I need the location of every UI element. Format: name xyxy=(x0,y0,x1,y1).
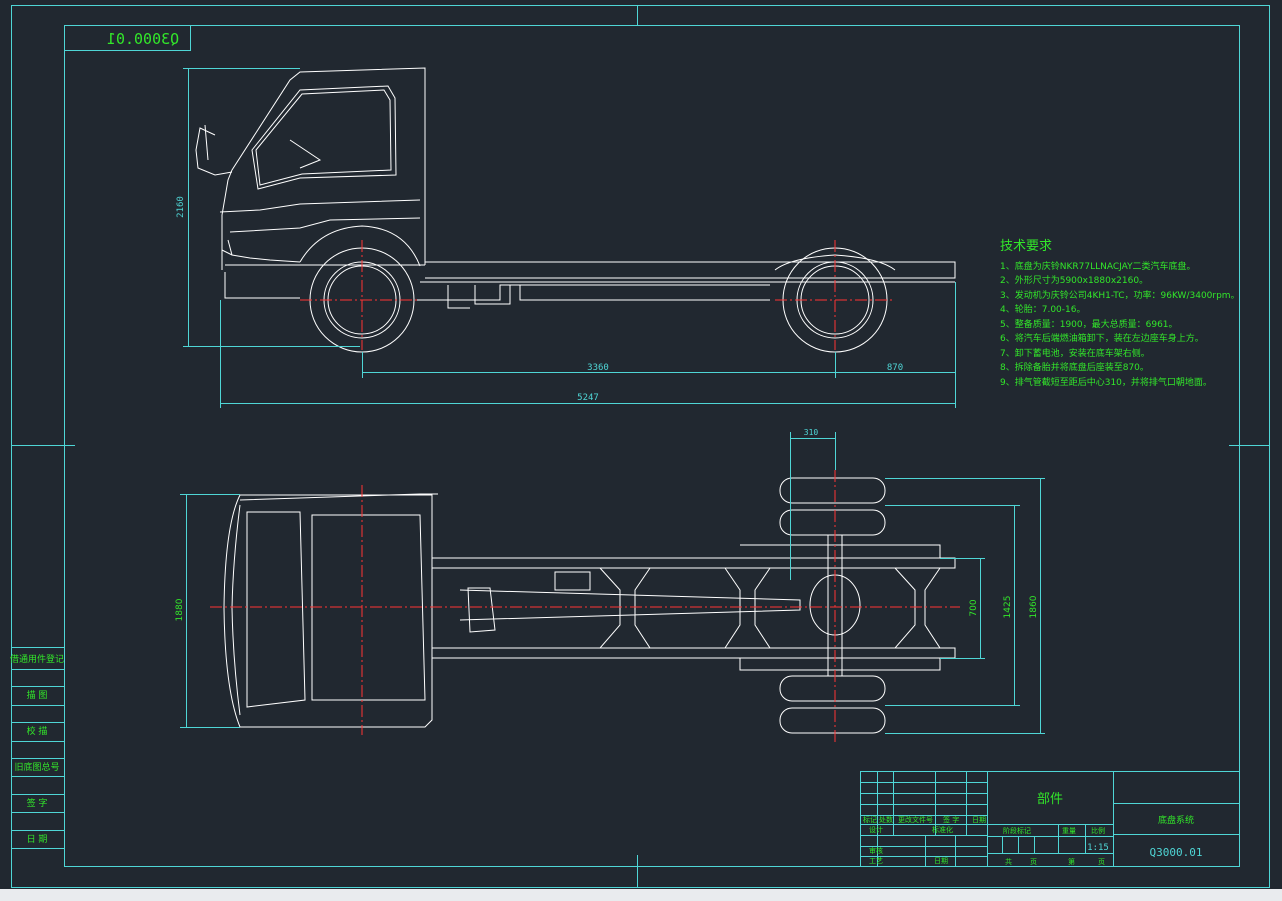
top-dimensions xyxy=(180,432,1045,734)
tb-assembly-name: 底盘系统 xyxy=(1158,814,1194,826)
side-label: 签 字 xyxy=(27,797,48,809)
side-label: 日 期 xyxy=(27,834,48,845)
side-centerlines xyxy=(300,240,895,350)
tb-part-name: 部件 xyxy=(1037,792,1063,807)
tb-drawing-number: Q3000.01 xyxy=(1150,846,1203,859)
dim-side-height: 2160 xyxy=(176,196,186,218)
tb-page-unit: 页 xyxy=(1030,858,1037,866)
tech-item: 5、整备质量：1900，最大总质量：6961。 xyxy=(1000,318,1178,330)
tb-process: 工艺 xyxy=(869,857,883,865)
dim-rear-track: 1425 xyxy=(1003,596,1013,619)
drawing-frame xyxy=(11,5,1270,888)
tech-item: 3、发动机为庆铃公司4KH1-TC，功率：96KW/3400rpm。 xyxy=(1000,289,1240,301)
tech-item: 2、外形尺寸为5900x1880x2160。 xyxy=(1000,274,1148,286)
title-block xyxy=(860,771,1240,867)
dim-frame-width: 700 xyxy=(969,599,979,616)
side-label: 旧底图总号 xyxy=(14,761,59,773)
tb-scale-value: 1:15 xyxy=(1087,843,1109,853)
tb-standard: 标准化 xyxy=(932,825,953,834)
tb-row-label: 标记 xyxy=(863,815,877,824)
tb-weight: 重量 xyxy=(1062,827,1076,835)
side-label: 借通用件登记 xyxy=(10,653,64,665)
mirrored-code: Q3000.01 xyxy=(107,30,179,48)
dim-top-width: 1880 xyxy=(175,598,185,621)
tech-item: 8、拆除备胎并将底盘后座装至870。 xyxy=(1000,361,1149,373)
side-label: 校 描 xyxy=(27,725,48,737)
tb-row-label: 处数 xyxy=(879,815,893,824)
top-centerlines xyxy=(210,470,960,745)
tb-design: 设计 xyxy=(869,825,883,834)
tech-item: 6、将汽车后端燃油箱卸下，装在左边座车身上方。 xyxy=(1000,332,1204,344)
tech-item: 7、卸下蓄电池，安装在底车架右侧。 xyxy=(1000,347,1150,359)
tb-row-label: 日期 xyxy=(972,816,986,824)
dim-overall-length: 5247 xyxy=(577,393,599,403)
tech-item: 9、排气管截短至距后中心310，并将排气口朝地面。 xyxy=(1000,376,1212,388)
dim-rear-overhang: 870 xyxy=(887,363,903,373)
tech-item: 4、轮胎：7.00-16。 xyxy=(1000,303,1085,315)
side-label: 描 图 xyxy=(27,689,48,701)
tb-row-label: 签 字 xyxy=(943,815,959,824)
tb-review: 审核 xyxy=(869,846,883,855)
tech-item: 1、底盘为庆铃NKR77LLNACJAY二类汽车底盘。 xyxy=(1000,260,1196,272)
truck-top-view xyxy=(223,477,956,734)
tb-row-label: 更改文件号 xyxy=(898,815,933,824)
tb-sheet: 共 xyxy=(1005,857,1012,866)
status-strip xyxy=(0,889,1282,901)
tb-stage: 阶段标记 xyxy=(1003,826,1031,835)
tb-date: 日期 xyxy=(934,857,948,865)
side-dimensions xyxy=(183,68,956,408)
tb-page-unit: 页 xyxy=(1098,858,1105,866)
side-label-table xyxy=(11,647,65,849)
truck-side-view xyxy=(195,67,956,353)
dim-wheelbase: 3360 xyxy=(587,363,609,373)
dim-top-offset: 310 xyxy=(804,428,819,437)
dim-rear-width: 1860 xyxy=(1029,595,1039,618)
tb-scale-head: 比例 xyxy=(1091,826,1105,835)
tb-page: 第 xyxy=(1068,857,1075,866)
tech-title: 技术要求 xyxy=(1000,239,1052,254)
